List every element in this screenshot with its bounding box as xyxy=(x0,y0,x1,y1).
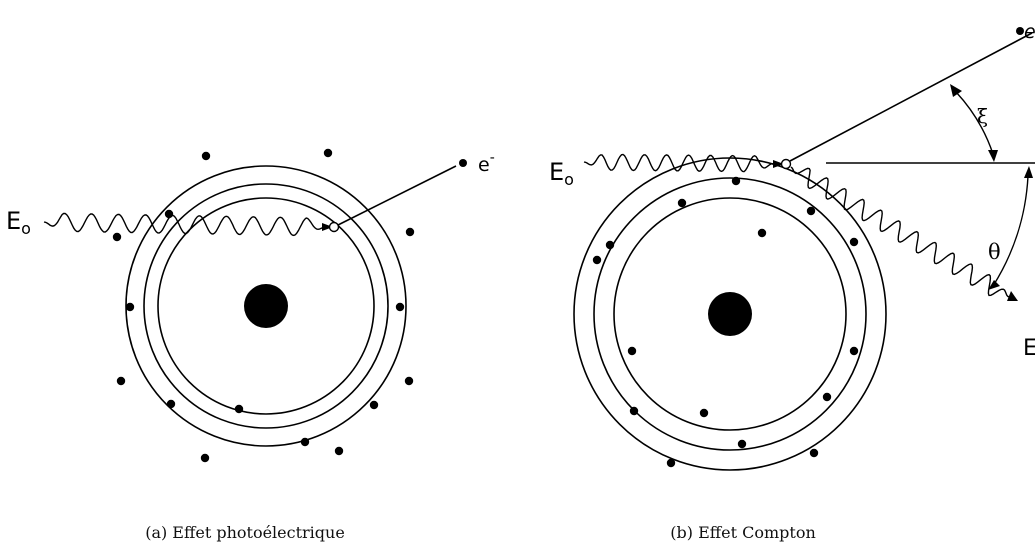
orbital-electron xyxy=(334,446,344,456)
orbital-electrons xyxy=(592,176,859,468)
electron-angle-label: ξ xyxy=(977,104,988,128)
orbital-electrons xyxy=(112,148,415,463)
caption-panel-b: (b) Effet Compton xyxy=(670,523,816,542)
scattered-photon-arrowhead xyxy=(1007,291,1018,301)
orbital-electron xyxy=(677,198,687,208)
orbital-electron xyxy=(166,399,176,409)
incident-photon-arrowhead xyxy=(322,223,333,231)
recoil-electron-path xyxy=(789,32,1033,162)
orbital-electron xyxy=(395,302,405,312)
orbital-electron xyxy=(323,148,333,158)
scattered-photon-wave xyxy=(790,166,1010,298)
photoelectron-label: e- xyxy=(478,150,495,176)
shell-inner xyxy=(157,197,375,415)
electron-angle-arc xyxy=(955,91,994,155)
orbital-electron xyxy=(605,240,615,250)
caption-panel-a: (a) Effet photoélectrique xyxy=(145,523,345,542)
orbital-electron xyxy=(404,376,414,386)
recoil-electron xyxy=(1016,27,1024,35)
orbital-electron xyxy=(666,458,676,468)
orbital-electron xyxy=(300,437,310,447)
recoil-electron-label: e xyxy=(1024,21,1035,43)
orbital-electron xyxy=(112,232,122,242)
incident-energy-label: Eo xyxy=(549,158,574,189)
orbital-electron xyxy=(627,346,637,356)
orbital-electron xyxy=(592,255,602,265)
electron-angle-arrowhead-bottom xyxy=(988,150,998,162)
incident-photon-wave xyxy=(43,212,325,237)
incident-photon-arrowhead xyxy=(773,160,784,168)
ejection-site-vacancy xyxy=(328,221,340,233)
orbital-electron xyxy=(629,406,639,416)
orbital-electron xyxy=(806,206,816,216)
shell-middle xyxy=(593,177,867,451)
photon-angle-arrowhead-bottom xyxy=(988,280,1000,290)
photon-angle-arc xyxy=(992,175,1029,287)
collision-site-vacancy xyxy=(780,158,792,170)
incident-photon-wave xyxy=(583,153,775,173)
orbital-electron xyxy=(849,346,859,356)
shell-middle xyxy=(143,183,389,429)
shell-inner xyxy=(613,197,847,431)
orbital-electron xyxy=(200,453,210,463)
orbital-electron xyxy=(405,227,415,237)
orbital-electron xyxy=(201,151,211,161)
orbital-electron xyxy=(125,302,135,312)
orbital-electron xyxy=(699,408,709,418)
photon-angle-arrowhead-top xyxy=(1024,166,1033,178)
photoelectron-path xyxy=(337,165,457,226)
photon-angle-label: θ xyxy=(988,240,1001,264)
electron-angle-arrowhead-top xyxy=(950,84,962,97)
orbital-electron xyxy=(731,176,741,186)
orbital-electron xyxy=(116,376,126,386)
incident-energy-label: Eo xyxy=(6,207,31,238)
orbital-electron xyxy=(234,404,244,414)
orbital-electron xyxy=(849,237,859,247)
panel-b-compton: Eo e ξ θ E xyxy=(549,21,1035,471)
photoelectron xyxy=(459,159,467,167)
orbital-electron xyxy=(737,439,747,449)
orbital-electron xyxy=(822,392,832,402)
scattered-photon-label: E xyxy=(1023,336,1035,361)
nucleus xyxy=(708,292,752,336)
orbital-electron xyxy=(757,228,767,238)
panel-a-photoelectric: Eo e- xyxy=(6,148,495,463)
nucleus xyxy=(244,284,288,328)
orbital-electron xyxy=(369,400,379,410)
orbital-electron xyxy=(809,448,819,458)
